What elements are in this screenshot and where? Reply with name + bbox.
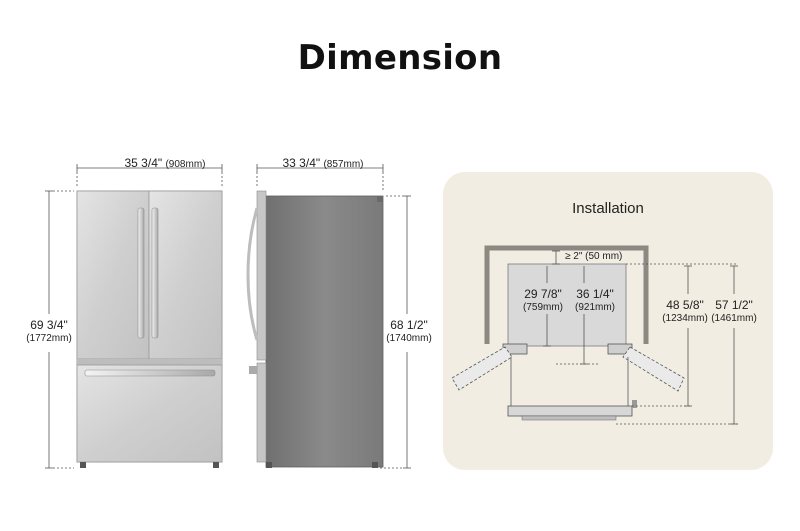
open-drawer-depth-inches: 57 1/2": [715, 298, 753, 312]
open-door-depth-mm: (1234mm): [662, 313, 708, 324]
fridge-front-view: [76, 190, 223, 468]
side-door-edge: [256, 190, 267, 361]
front-height-inches: 69 3/4": [30, 318, 68, 332]
door-gap: [77, 359, 222, 365]
open-door-depth-label: 48 5/8" (1234mm): [654, 298, 716, 326]
installation-title: Installation: [572, 200, 644, 217]
installation-dimensions: [543, 250, 738, 425]
front-height-mm: (1772mm): [26, 333, 72, 344]
side-depth-mm: (857mm): [323, 159, 364, 170]
front-width-dimension: [76, 164, 223, 186]
open-right-door: [622, 346, 685, 392]
open-drawer-depth-mm: (1461mm): [711, 313, 757, 324]
left-door: [76, 190, 150, 360]
wall-niche: [484, 245, 649, 344]
side-depth-label: 33 3/4" (857mm): [258, 156, 388, 172]
body-depth-mm: (759mm): [522, 302, 563, 313]
front-width-mm: (908mm): [165, 159, 206, 170]
side-height-label: 68 1/2" (1740mm): [377, 318, 441, 346]
right-foot: [213, 462, 219, 468]
left-door-handle: [137, 207, 145, 339]
right-door: [148, 190, 223, 360]
fridge-body-top: [507, 263, 627, 347]
front-width-label: 35 3/4" (908mm): [100, 156, 230, 172]
door-depth-mm: (921mm): [574, 302, 615, 313]
front-width-inches: 35 3/4": [124, 156, 163, 170]
fridge-side-view: [246, 190, 384, 468]
left-foot: [80, 462, 86, 468]
side-height-dimension: [380, 195, 411, 469]
front-height-label: 69 3/4" (1772mm): [14, 318, 84, 346]
side-depth-inches: 33 3/4": [282, 156, 321, 170]
door-depth-inches: 36 1/4": [576, 287, 614, 301]
door-depth-label: 36 1/4" (921mm): [564, 287, 626, 315]
side-drawer-handle: [249, 366, 257, 374]
clearance-label: ≥ 2" (50 mm): [565, 251, 623, 262]
body-depth-inches: 29 7/8": [524, 287, 562, 301]
side-drawer-edge: [256, 362, 267, 463]
side-height-mm: (1740mm): [386, 333, 432, 344]
open-left-door: [451, 346, 513, 391]
freezer-drawer: [76, 364, 223, 463]
open-drawer-depth-label: 57 1/2" (1461mm): [703, 298, 765, 326]
body-depth-label: 29 7/8" (759mm): [513, 287, 573, 315]
page-title: Dimension: [297, 38, 503, 78]
right-door-handle: [151, 207, 159, 339]
open-drawer: [507, 405, 633, 417]
side-height-inches: 68 1/2": [390, 318, 428, 332]
installation-diagram: [451, 245, 685, 421]
open-door-depth-inches: 48 5/8": [666, 298, 704, 312]
side-depth-dimension: [256, 164, 384, 192]
drawer-handle: [84, 369, 216, 377]
front-height-dimension: [45, 190, 74, 469]
side-door-handle: [246, 207, 259, 341]
